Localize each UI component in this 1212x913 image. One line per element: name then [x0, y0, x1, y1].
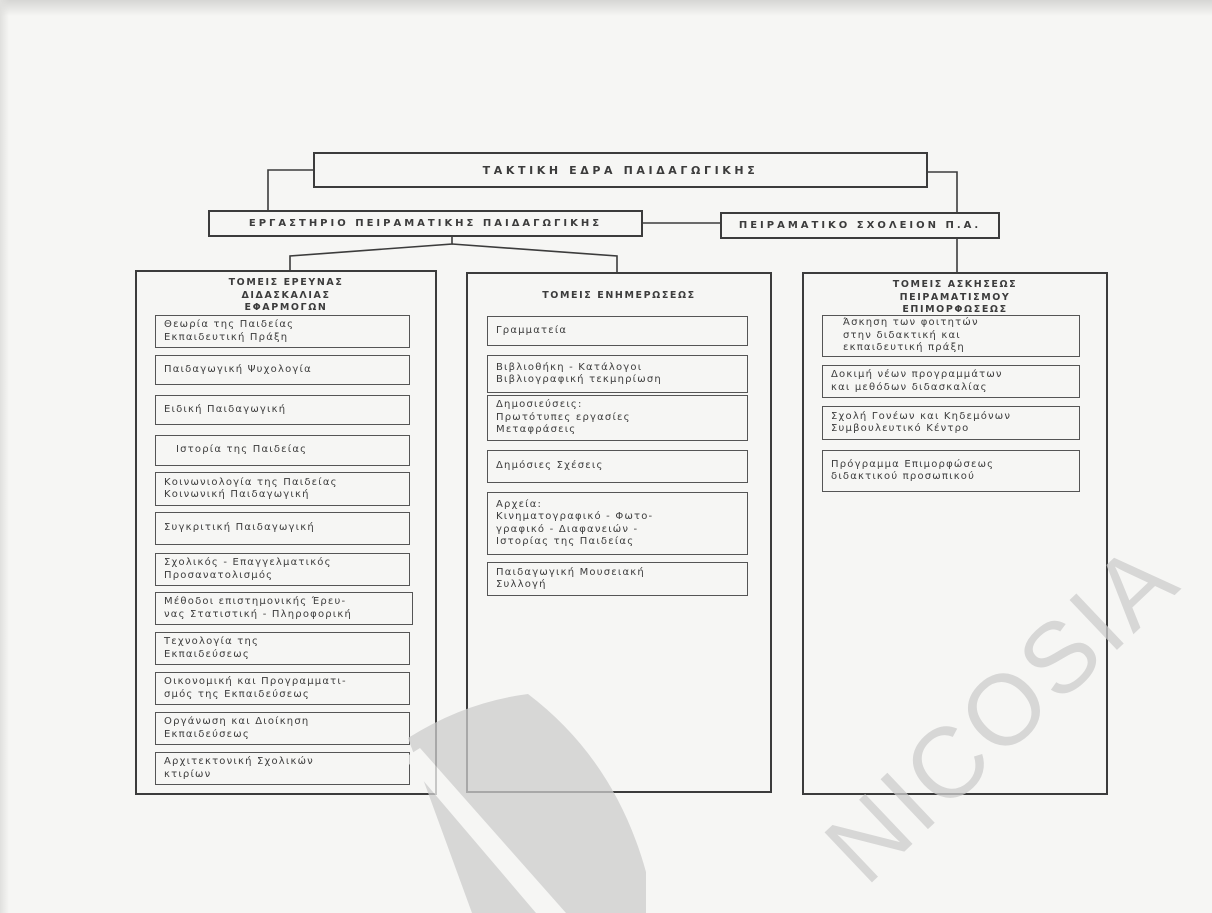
- unit-label-line: Σχολικός - Επαγγελματικός: [164, 557, 332, 568]
- unit-box: Παιδαγωγική Μουσειακή Συλλογή: [487, 562, 748, 596]
- unit-label-line: Πρόγραμμα Επιμορφώσεως: [831, 458, 995, 470]
- unit-box: Αρχιτεκτονική Σχολικών κτιρίων: [155, 752, 410, 785]
- unit-label-line: Ιστορίας της Παιδείας: [496, 536, 635, 547]
- column-research-teaching: ΤΟΜΕΙΣ ΕΡΕΥΝΑΣ ΔΙΔΑΣΚΑΛΙΑΣ ΕΦΑΡΜΟΓΩΝ Θεω…: [135, 270, 437, 795]
- connector-root-to-school: [928, 171, 958, 212]
- unit-box: Δημοσιεύσεις: Πρωτότυπες εργασίες Μεταφρ…: [487, 395, 748, 441]
- unit-label-line: Παιδαγωγική Μουσειακή: [496, 566, 645, 578]
- unit-label-line: Προσανατολισμός: [164, 569, 274, 581]
- unit-label-line: Παιδαγωγική Ψυχολογία: [164, 363, 312, 375]
- connector-lab-to-information-column: [451, 243, 618, 272]
- column-header-line: ΤΟΜΕΙΣ ΑΣΚΗΣΕΩΣ: [892, 279, 1018, 290]
- unit-label-line: Αρχεία:: [496, 498, 543, 510]
- column-header: ΤΟΜΕΙΣ ΕΝΗΜΕΡΩΣΕΩΣ: [468, 290, 770, 303]
- unit-label-line: και μεθόδων διδασκαλίας: [831, 381, 988, 393]
- unit-label-line: Τεχνολογία της: [164, 636, 260, 647]
- unit-box: Βιβλιοθήκη - Κατάλογοι Βιβλιογραφική τεκ…: [487, 355, 748, 393]
- column-header: ΤΟΜΕΙΣ ΑΣΚΗΣΕΩΣ ΠΕΙΡΑΜΑΤΙΣΜΟΥ ΕΠΙΜΟΡΦΩΣΕ…: [804, 279, 1106, 317]
- unit-label-line: Αρχιτεκτονική Σχολικών: [164, 756, 314, 767]
- unit-box: Δοκιμή νέων προγραμμάτων και μεθόδων διδ…: [822, 365, 1080, 398]
- connector-root-to-lab: [267, 169, 313, 210]
- unit-label-line: Μεταφράσεις: [496, 424, 577, 436]
- unit-label-line: Συλλογή: [496, 579, 547, 590]
- unit-label-line: Κινηματογραφικό - Φωτο-: [496, 511, 654, 522]
- unit-label-line: Σχολή Γονέων και Κηδεμόνων: [831, 410, 1012, 422]
- unit-label-line: Βιβλιογραφική τεκμηρίωση: [496, 374, 662, 385]
- unit-box: Γραμματεία: [487, 316, 748, 346]
- unit-label-line: Εκπαιδεύσεως: [164, 648, 250, 660]
- unit-label-line: Κοινωνιολογία της Παιδείας: [164, 476, 338, 488]
- unit-label-line: Πρωτότυπες εργασίες: [496, 411, 631, 423]
- unit-box: Άσκηση των φοιτητών στην διδακτική και ε…: [822, 315, 1080, 357]
- unit-label-line: στην διδακτική και: [843, 329, 961, 341]
- unit-label-line: Γραμματεία: [496, 324, 568, 336]
- unit-box: Ιστορία της Παιδείας: [155, 435, 410, 466]
- unit-box: Παιδαγωγική Ψυχολογία: [155, 355, 410, 385]
- unit-label-line: Δημοσιεύσεις:: [496, 399, 583, 411]
- unit-label-line: διδακτικού προσωπικού: [831, 471, 976, 482]
- unit-label-line: Δημόσιες Σχέσεις: [496, 460, 604, 472]
- unit-label-line: Οικονομική και Προγραμματι-: [164, 676, 347, 687]
- unit-box: Ειδική Παιδαγωγική: [155, 395, 410, 425]
- unit-label-line: Ειδική Παιδαγωγική: [164, 403, 287, 415]
- unit-label-line: Βιβλιοθήκη - Κατάλογοι: [496, 361, 643, 373]
- unit-box: Πρόγραμμα Επιμορφώσεως διδακτικού προσωπ…: [822, 450, 1080, 492]
- root-node-label: ΤΑΚΤΙΚΗ ΕΔΡΑ ΠΑΙΔΑΓΩΓΙΚΗΣ: [482, 163, 759, 177]
- unit-box: Θεωρία της Παιδείας Εκπαιδευτική Πράξη: [155, 315, 410, 348]
- unit-box: Οικονομική και Προγραμματι- σμός της Εκπ…: [155, 672, 410, 705]
- column-information: ΤΟΜΕΙΣ ΕΝΗΜΕΡΩΣΕΩΣ Γραμματεία Βιβλιοθήκη…: [466, 272, 772, 793]
- unit-box: Αρχεία: Κινηματογραφικό - Φωτο- γραφικό …: [487, 492, 748, 555]
- column-header-line: ΤΟΜΕΙΣ ΕΝΗΜΕΡΩΣΕΩΣ: [542, 290, 696, 301]
- branch-node-label: ΕΡΓΑΣΤΗΡΙΟ ΠΕΙΡΑΜΑΤΙΚΗΣ ΠΑΙΔΑΓΩΓΙΚΗΣ: [248, 218, 603, 229]
- root-node: ΤΑΚΤΙΚΗ ΕΔΡΑ ΠΑΙΔΑΓΩΓΙΚΗΣ: [313, 152, 928, 188]
- unit-label-line: σμός της Εκπαιδεύσεως: [164, 688, 310, 700]
- unit-label-line: Συγκριτική Παιδαγωγική: [164, 522, 315, 534]
- scan-edge-top: [0, 0, 1212, 16]
- unit-box: Κοινωνιολογία της Παιδείας Κοινωνική Παι…: [155, 472, 410, 506]
- unit-label-line: εκπαιδευτική πράξη: [843, 342, 965, 354]
- unit-box: Σχολή Γονέων και Κηδεμόνων Συμβουλευτικό…: [822, 406, 1080, 440]
- column-practice-training: ΤΟΜΕΙΣ ΑΣΚΗΣΕΩΣ ΠΕΙΡΑΜΑΤΙΣΜΟΥ ΕΠΙΜΟΡΦΩΣΕ…: [802, 272, 1108, 795]
- unit-label-line: Εκπαιδευτική Πράξη: [164, 331, 289, 343]
- connector-lab-to-research-column: [289, 237, 453, 270]
- unit-label-line: κτιρίων: [164, 768, 212, 780]
- unit-label-line: Κοινωνική Παιδαγωγική: [164, 489, 310, 500]
- unit-label-line: Άσκηση των φοιτητών: [843, 317, 979, 329]
- unit-label-line: Θεωρία της Παιδείας: [164, 319, 295, 330]
- column-header-line: ΕΠΙΜΟΡΦΩΣΕΩΣ: [902, 304, 1008, 315]
- unit-box: Δημόσιες Σχέσεις: [487, 450, 748, 483]
- unit-label-line: Εκπαιδεύσεως: [164, 728, 250, 740]
- scan-edge-left: [0, 0, 9, 913]
- unit-label-line: νας Στατιστική - Πληροφορική: [164, 608, 353, 620]
- column-header: ΤΟΜΕΙΣ ΕΡΕΥΝΑΣ ΔΙΔΑΣΚΑΛΙΑΣ ΕΦΑΡΜΟΓΩΝ: [137, 277, 435, 315]
- unit-label-line: Μέθοδοι επιστημονικής Έρευ-: [164, 596, 347, 607]
- branch-node-school: ΠΕΙΡΑΜΑΤΙΚΟ ΣΧΟΛΕΙΟΝ Π.Α.: [720, 212, 1000, 239]
- branch-node-label: ΠΕΙΡΑΜΑΤΙΚΟ ΣΧΟΛΕΙΟΝ Π.Α.: [738, 220, 982, 231]
- column-header-line: ΔΙΔΑΣΚΑΛΙΑΣ: [241, 289, 331, 301]
- unit-box: Σχολικός - Επαγγελματικός Προσανατολισμό…: [155, 553, 410, 586]
- unit-label-line: Ιστορία της Παιδείας: [176, 444, 308, 456]
- unit-label-line: Οργάνωση και Διοίκηση: [164, 716, 310, 727]
- column-header-line: ΠΕΙΡΑΜΑΤΙΣΜΟΥ: [899, 291, 1011, 303]
- unit-box: Συγκριτική Παιδαγωγική: [155, 512, 410, 545]
- column-header-line: ΕΦΑΡΜΟΓΩΝ: [244, 302, 328, 313]
- unit-box: Οργάνωση και Διοίκηση Εκπαιδεύσεως: [155, 712, 410, 745]
- unit-label-line: Δοκιμή νέων προγραμμάτων: [831, 369, 1003, 380]
- unit-label-line: γραφικό - Διαφανειών -: [496, 523, 639, 535]
- unit-box: Μέθοδοι επιστημονικής Έρευ- νας Στατιστι…: [155, 592, 413, 625]
- unit-label-line: Συμβουλευτικό Κέντρο: [831, 423, 970, 434]
- branch-node-laboratory: ΕΡΓΑΣΤΗΡΙΟ ΠΕΙΡΑΜΑΤΙΚΗΣ ΠΑΙΔΑΓΩΓΙΚΗΣ: [208, 210, 643, 237]
- unit-box: Τεχνολογία της Εκπαιδεύσεως: [155, 632, 410, 665]
- column-header-line: ΤΟΜΕΙΣ ΕΡΕΥΝΑΣ: [228, 277, 344, 288]
